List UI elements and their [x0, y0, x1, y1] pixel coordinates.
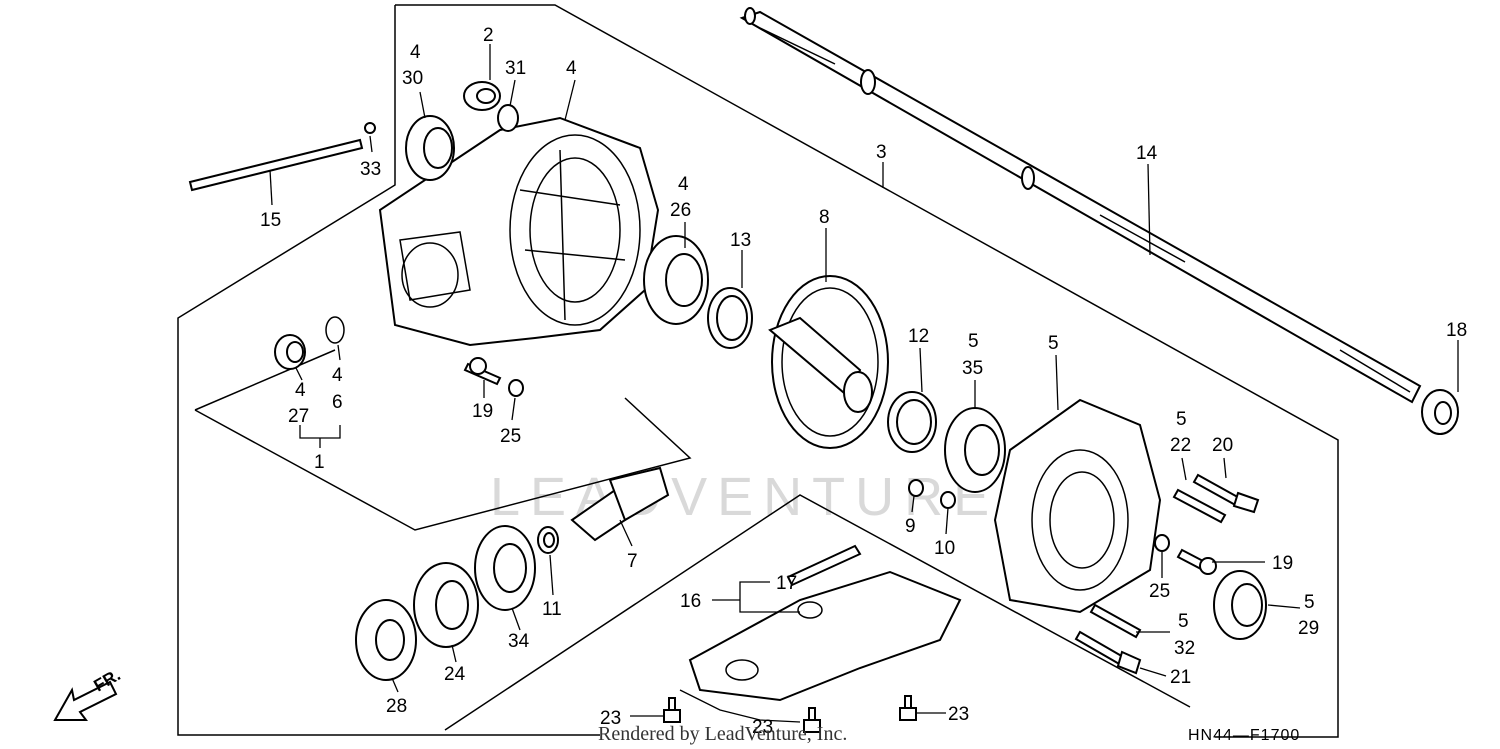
bearing-35-part	[944, 407, 1006, 493]
callout-5: 5	[1176, 409, 1187, 430]
bolt-20-part	[1192, 473, 1260, 514]
front-arrow-icon	[53, 680, 118, 721]
callout-labels: 2 4 30 31 4 33 15 3 14 4 26 13 8 18 4 27…	[260, 25, 1467, 738]
breather-tube-part	[188, 122, 376, 192]
washer-25-left-part	[508, 379, 524, 397]
callout-5: 5	[968, 331, 979, 352]
callout-15: 15	[260, 210, 281, 231]
oil-seal-30-part	[405, 115, 455, 181]
callout-35: 35	[962, 358, 983, 379]
callout-21: 21	[1170, 667, 1191, 688]
axle-shaft-part	[739, 7, 1422, 404]
dowel-pin-9-part	[908, 479, 924, 497]
callout-25: 25	[1149, 581, 1170, 602]
washer-25-right-part	[1154, 534, 1170, 552]
callout-3: 3	[876, 142, 887, 163]
circlip-6-part	[325, 316, 345, 344]
callout-4: 4	[410, 42, 421, 63]
callout-34: 34	[508, 631, 530, 652]
callout-23: 23	[948, 704, 969, 725]
o-ring-31-part	[497, 104, 519, 132]
diagram-code: HN44—F1700	[1188, 727, 1300, 744]
callout-11: 11	[542, 599, 562, 620]
callout-22: 22	[1170, 435, 1191, 456]
callout-17: 17	[776, 573, 797, 594]
callout-4: 4	[332, 365, 343, 386]
callout-5: 5	[1178, 611, 1189, 632]
callout-9: 9	[905, 516, 916, 537]
pinion-gear-7-part	[570, 466, 670, 542]
shim-13-part	[707, 287, 753, 349]
oil-seal-29-part	[1213, 570, 1267, 640]
callout-6: 6	[332, 392, 343, 413]
callout-23: 23	[752, 717, 773, 738]
skid-plate-16-part	[688, 570, 962, 702]
callout-4: 4	[566, 58, 577, 79]
tube-17-part	[786, 544, 862, 587]
oil-seal-28-part	[355, 599, 417, 681]
callout-18: 18	[1446, 320, 1467, 341]
callout-4: 4	[678, 174, 689, 195]
group-outlines	[177, 4, 1339, 738]
spacer-11-part	[537, 526, 559, 554]
callout-5: 5	[1304, 592, 1315, 613]
callout-28: 28	[386, 696, 407, 717]
front-direction-indicator: FR.	[53, 665, 124, 721]
stud-32-part	[1089, 603, 1142, 639]
footer-credit: Rendered by LeadVenture, Inc.	[598, 723, 847, 745]
callout-14: 14	[1136, 143, 1158, 164]
callout-1: 1	[314, 452, 325, 473]
callout-16: 16	[680, 591, 701, 612]
bolt-23-right-part	[899, 695, 917, 721]
bolt-21-part	[1074, 630, 1142, 675]
callout-12: 12	[908, 326, 929, 347]
bolt-23-center-part	[803, 707, 821, 733]
callout-33: 33	[360, 159, 381, 180]
bolt-19-right-part	[1176, 548, 1217, 575]
callout-27: 27	[288, 406, 309, 427]
callout-24: 24	[444, 664, 466, 685]
callout-29: 29	[1298, 618, 1319, 639]
leader-lines	[269, 44, 1459, 723]
callout-31: 31	[505, 58, 526, 79]
watermark-text: LEADVENTURE	[490, 467, 999, 527]
callout-23: 23	[600, 708, 621, 729]
callout-19: 19	[472, 401, 493, 422]
cap-2-part	[463, 81, 501, 111]
callout-13: 13	[730, 230, 751, 251]
callout-2: 2	[483, 25, 494, 46]
callout-10: 10	[934, 538, 955, 559]
bolt-19-left-part	[463, 357, 502, 386]
callout-19: 19	[1272, 553, 1293, 574]
bearing-34-part	[474, 525, 536, 611]
callout-7: 7	[627, 551, 638, 572]
callout-20: 20	[1212, 435, 1233, 456]
needle-bearing-27-part	[274, 334, 306, 370]
callout-5: 5	[1048, 333, 1059, 354]
callout-32: 32	[1174, 638, 1195, 659]
washer-18-part	[1421, 389, 1459, 435]
callout-26: 26	[670, 200, 691, 221]
callout-8: 8	[819, 207, 830, 228]
callout-30: 30	[402, 68, 423, 89]
bolt-22-part	[1172, 488, 1227, 524]
washer-10-part	[940, 491, 956, 509]
bearing-26-part	[643, 235, 709, 325]
nut-24-part	[413, 562, 479, 648]
shim-12-part	[887, 391, 937, 453]
callout-4: 4	[295, 380, 306, 401]
bolt-23-left-part	[663, 697, 681, 723]
gear-case-cover-part	[993, 398, 1162, 614]
callout-25: 25	[500, 426, 521, 447]
ring-gear-8-part	[768, 275, 889, 449]
